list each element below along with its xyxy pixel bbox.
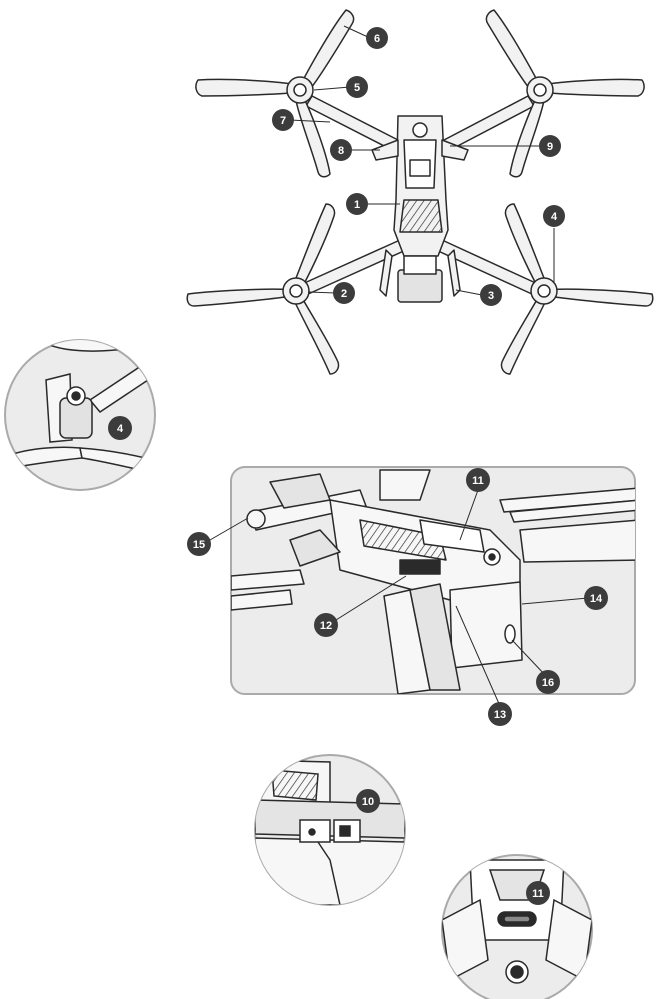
detail-port-closeup: 10 [255, 755, 405, 905]
motor [283, 278, 309, 304]
callout-7: 7 [272, 109, 294, 131]
callout-1: 1 [346, 193, 368, 215]
svg-text:12: 12 [320, 620, 332, 632]
callout-9: 9 [539, 135, 561, 157]
callout-10: 10 [356, 789, 380, 813]
svg-text:9: 9 [547, 141, 553, 153]
callout-3: 3 [480, 284, 502, 306]
propeller-blade [540, 79, 644, 96]
detail-side-view: 11 15 14 12 16 13 [187, 467, 640, 726]
svg-text:8: 8 [338, 145, 344, 157]
svg-text:3: 3 [488, 290, 494, 302]
callout-8: 8 [330, 139, 352, 161]
callout-14: 14 [584, 586, 608, 610]
callout-4: 4 [543, 205, 565, 227]
svg-text:10: 10 [362, 796, 374, 808]
svg-text:2: 2 [341, 288, 347, 300]
svg-text:11: 11 [472, 475, 484, 487]
svg-text:16: 16 [542, 677, 554, 689]
motor [247, 510, 265, 528]
propeller-blade [196, 79, 300, 96]
heatsink-grille [400, 200, 442, 232]
svg-text:13: 13 [494, 709, 506, 721]
svg-text:4: 4 [117, 423, 124, 435]
callout-5: 5 [346, 76, 368, 98]
detail-usb-closeup: 11 [442, 855, 592, 999]
motor [531, 278, 557, 304]
svg-text:4: 4 [551, 211, 558, 223]
callout-11-detail: 11 [526, 881, 550, 905]
callout-15: 15 [187, 532, 211, 556]
propeller-blade [548, 289, 653, 306]
svg-text:11: 11 [532, 888, 544, 900]
propeller-blade [292, 294, 339, 374]
propeller-blade [501, 294, 548, 374]
callout-13: 13 [488, 702, 512, 726]
callout-16: 16 [536, 670, 560, 694]
motor [527, 77, 553, 103]
svg-text:7: 7 [280, 115, 286, 127]
svg-text:1: 1 [354, 199, 360, 211]
drone-top-view [187, 10, 653, 374]
top-button [413, 123, 427, 137]
callout-11: 11 [466, 468, 490, 492]
vent [400, 560, 440, 574]
gimbal-camera [398, 270, 442, 302]
detail-motor-closeup: 4 [5, 330, 160, 490]
svg-text:6: 6 [374, 33, 380, 45]
svg-text:14: 14 [590, 593, 603, 605]
svg-text:5: 5 [354, 82, 360, 94]
callout-6: 6 [366, 27, 388, 49]
callout-4-detail: 4 [108, 416, 132, 440]
svg-text:15: 15 [193, 539, 205, 551]
callout-2: 2 [333, 282, 355, 304]
propeller-blade [187, 289, 292, 306]
motor [287, 77, 313, 103]
callout-12: 12 [314, 613, 338, 637]
